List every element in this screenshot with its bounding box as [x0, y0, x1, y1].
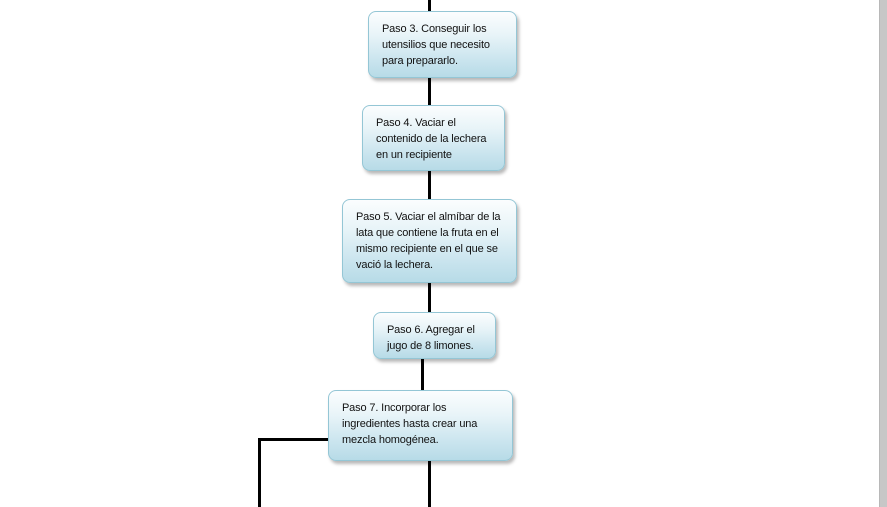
step-box-paso-3: Paso 3. Conseguir los utensilios que nec…: [368, 11, 517, 78]
right-scroll-gutter[interactable]: [879, 0, 887, 507]
step-text-paso-3: Paso 3. Conseguir los utensilios que nec…: [382, 23, 490, 67]
connector-3-4: [428, 78, 431, 105]
step-box-paso-5: Paso 5. Vaciar el almíbar de la lata que…: [342, 199, 517, 283]
connector-top: [428, 0, 431, 12]
step-text-paso-6: Paso 6. Agregar el jugo de 8 limones.: [387, 324, 475, 352]
connector-branch-horizontal: [258, 438, 330, 441]
connector-7-down: [428, 461, 431, 507]
connector-5-6: [428, 283, 431, 312]
step-text-paso-4: Paso 4. Vaciar el contenido de la lecher…: [376, 117, 487, 161]
step-text-paso-7: Paso 7. Incorporar los ingredientes hast…: [342, 402, 478, 446]
step-box-paso-4: Paso 4. Vaciar el contenido de la lecher…: [362, 105, 505, 171]
connector-branch-vertical: [258, 438, 261, 507]
connector-6-7: [421, 359, 424, 390]
step-box-paso-7: Paso 7. Incorporar los ingredientes hast…: [328, 390, 513, 461]
step-box-paso-6: Paso 6. Agregar el jugo de 8 limones.: [373, 312, 496, 359]
step-text-paso-5: Paso 5. Vaciar el almíbar de la lata que…: [356, 211, 501, 271]
connector-4-5: [428, 171, 431, 199]
